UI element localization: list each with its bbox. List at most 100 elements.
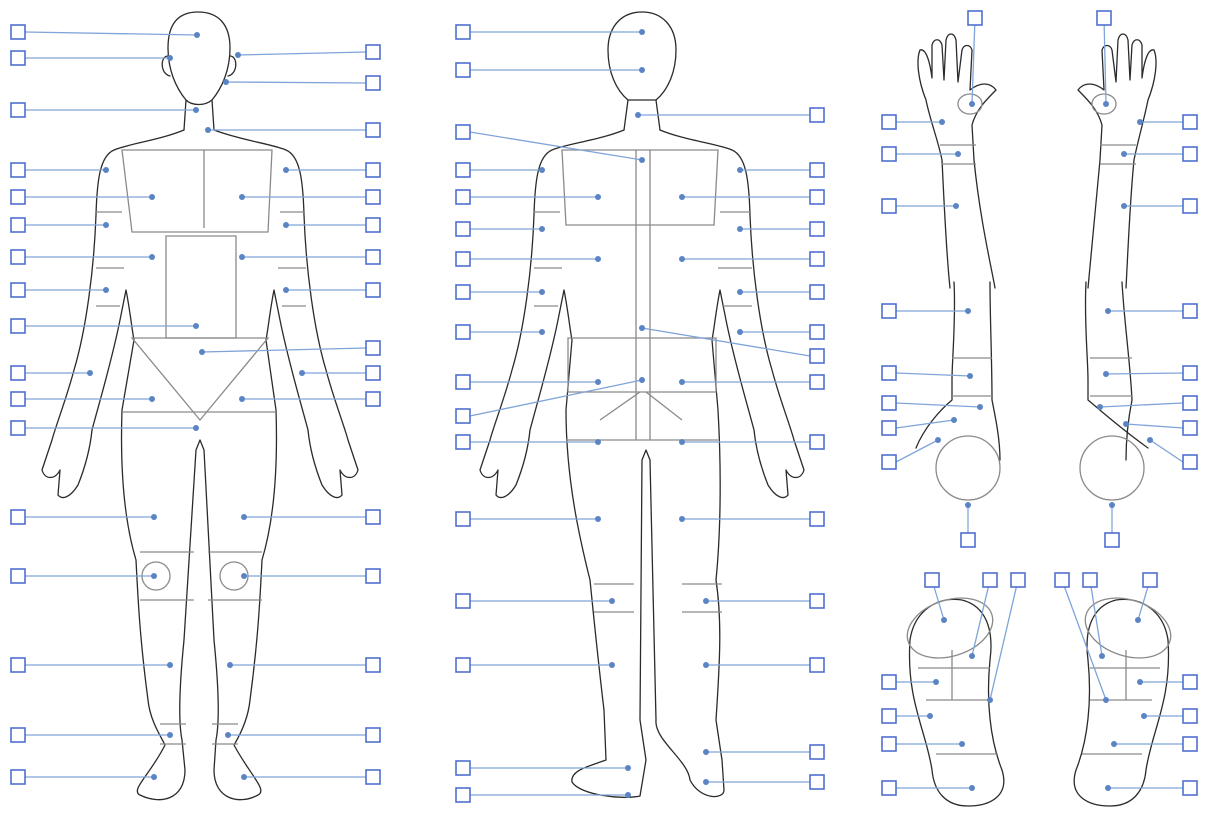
- body-front-region-checkbox-2[interactable]: [11, 51, 25, 65]
- body-front-region-checkbox-13[interactable]: [11, 510, 25, 524]
- hand-palm-and-back-region-checkbox-1[interactable]: [882, 115, 896, 129]
- body-back-region-checkbox-7[interactable]: [456, 252, 470, 266]
- body-back-region-checkbox-20[interactable]: [810, 190, 824, 204]
- body-back-region-checkbox-11[interactable]: [456, 409, 470, 423]
- body-front-region-checkbox-7[interactable]: [11, 250, 25, 264]
- body-back-region-checkbox-18[interactable]: [810, 108, 824, 122]
- body-front-region-checkbox-10[interactable]: [11, 366, 25, 380]
- body-back-region-checkbox-21[interactable]: [810, 222, 824, 236]
- forearm-flexor-and-extensor-region-checkbox-5[interactable]: [882, 455, 896, 469]
- body-back-region-checkbox-6[interactable]: [456, 222, 470, 236]
- body-back-region-checkbox-10[interactable]: [456, 375, 470, 389]
- body-back-region-checkbox-1[interactable]: [456, 25, 470, 39]
- foot-soles-region-checkbox-7[interactable]: [1183, 737, 1197, 751]
- hand-palm-and-back-region-checkbox-7[interactable]: [968, 11, 982, 25]
- forearm-flexor-and-extensor-region-checkbox-8[interactable]: [1183, 396, 1197, 410]
- foot-soles-region-checkbox-10[interactable]: [983, 573, 997, 587]
- foot-soles-region-checkbox-11[interactable]: [1011, 573, 1025, 587]
- foot-soles-region-checkbox-8[interactable]: [1183, 781, 1197, 795]
- body-back-region-checkbox-12[interactable]: [456, 435, 470, 449]
- body-back-region-checkbox-29[interactable]: [810, 594, 824, 608]
- foot-soles-region-checkbox-1[interactable]: [882, 675, 896, 689]
- body-back-region-checkbox-26[interactable]: [810, 375, 824, 389]
- body-back-region-checkbox-3[interactable]: [456, 125, 470, 139]
- body-back-region-checkbox-22[interactable]: [810, 252, 824, 266]
- body-back-region-checkbox-25[interactable]: [810, 349, 824, 363]
- body-back-region-checkbox-30[interactable]: [810, 658, 824, 672]
- body-front-region-checkbox-6[interactable]: [11, 218, 25, 232]
- foot-soles-region-checkbox-12[interactable]: [1055, 573, 1069, 587]
- forearm-flexor-and-extensor-region-checkbox-6[interactable]: [1183, 304, 1197, 318]
- body-front-region-checkbox-12[interactable]: [11, 421, 25, 435]
- body-front-region-checkbox-1[interactable]: [11, 25, 25, 39]
- body-front-region-checkbox-17[interactable]: [11, 770, 25, 784]
- body-front-region-checkbox-20[interactable]: [366, 123, 380, 137]
- body-front-region-checkbox-25[interactable]: [366, 283, 380, 297]
- body-front-region-checkbox-30[interactable]: [366, 569, 380, 583]
- body-front-region-checkbox-16[interactable]: [11, 728, 25, 742]
- body-back-region-checkbox-32[interactable]: [810, 775, 824, 789]
- foot-soles-region-checkbox-9[interactable]: [925, 573, 939, 587]
- body-back-region-checkbox-16[interactable]: [456, 761, 470, 775]
- body-back-region-checkbox-14[interactable]: [456, 594, 470, 608]
- body-back-region-checkbox-24[interactable]: [810, 325, 824, 339]
- forearm-flexor-and-extensor-region-checkbox-9[interactable]: [1183, 421, 1197, 435]
- foot-soles-region-checkbox-2[interactable]: [882, 709, 896, 723]
- body-front-region-checkbox-4[interactable]: [11, 163, 25, 177]
- body-front-region-checkbox-32[interactable]: [366, 728, 380, 742]
- forearm-flexor-and-extensor-region-checkbox-7[interactable]: [1183, 366, 1197, 380]
- body-front-region-checkbox-8[interactable]: [11, 283, 25, 297]
- forearm-flexor-and-extensor-region-checkbox-2[interactable]: [882, 366, 896, 380]
- forearm-flexor-and-extensor-region-checkbox-12[interactable]: [1105, 533, 1119, 547]
- body-front-region-checkbox-18[interactable]: [366, 45, 380, 59]
- body-front-region-checkbox-33[interactable]: [366, 770, 380, 784]
- body-back-region-checkbox-9[interactable]: [456, 325, 470, 339]
- hand-palm-and-back-region-checkbox-8[interactable]: [1097, 11, 1111, 25]
- body-back-region-checkbox-27[interactable]: [810, 435, 824, 449]
- body-back-region-checkbox-19[interactable]: [810, 163, 824, 177]
- body-back-region-checkbox-31[interactable]: [810, 745, 824, 759]
- body-front-region-checkbox-3[interactable]: [11, 103, 25, 117]
- forearm-flexor-and-extensor-region-checkbox-1[interactable]: [882, 304, 896, 318]
- foot-soles-region-checkbox-5[interactable]: [1183, 675, 1197, 689]
- body-front-region-checkbox-31[interactable]: [366, 658, 380, 672]
- body-front-region-checkbox-5[interactable]: [11, 190, 25, 204]
- body-front-region-checkbox-23[interactable]: [366, 218, 380, 232]
- body-front-region-checkbox-21[interactable]: [366, 163, 380, 177]
- leader-line: [972, 18, 975, 104]
- hand-palm-and-back-region-checkbox-4[interactable]: [1183, 115, 1197, 129]
- body-front-region-checkbox-14[interactable]: [11, 569, 25, 583]
- body-front-region-checkbox-9[interactable]: [11, 319, 25, 333]
- body-front-region-checkbox-15[interactable]: [11, 658, 25, 672]
- body-front-region-checkbox-24[interactable]: [366, 250, 380, 264]
- forearm-flexor-and-extensor-region-checkbox-10[interactable]: [1183, 455, 1197, 469]
- hand-palm-and-back-region-checkbox-5[interactable]: [1183, 147, 1197, 161]
- body-front-region-checkbox-29[interactable]: [366, 510, 380, 524]
- body-back-region-checkbox-4[interactable]: [456, 163, 470, 177]
- foot-soles-region-checkbox-13[interactable]: [1083, 573, 1097, 587]
- body-front-region-checkbox-28[interactable]: [366, 392, 380, 406]
- foot-soles-region-checkbox-3[interactable]: [882, 737, 896, 751]
- foot-soles-region-checkbox-6[interactable]: [1183, 709, 1197, 723]
- body-back-region-checkbox-23[interactable]: [810, 285, 824, 299]
- forearm-flexor-and-extensor-region-checkbox-3[interactable]: [882, 396, 896, 410]
- body-front-region-checkbox-19[interactable]: [366, 76, 380, 90]
- body-front-region-checkbox-11[interactable]: [11, 392, 25, 406]
- forearm-flexor-and-extensor-region-checkbox-11[interactable]: [961, 533, 975, 547]
- body-back-region-checkbox-15[interactable]: [456, 658, 470, 672]
- forearm-flexor-and-extensor-region-checkbox-4[interactable]: [882, 421, 896, 435]
- body-back-region-checkbox-2[interactable]: [456, 63, 470, 77]
- body-back-region-checkbox-13[interactable]: [456, 512, 470, 526]
- body-back-region-checkbox-5[interactable]: [456, 190, 470, 204]
- body-front-region-checkbox-26[interactable]: [366, 341, 380, 355]
- hand-palm-and-back-region-checkbox-3[interactable]: [882, 199, 896, 213]
- body-back-region-checkbox-17[interactable]: [456, 788, 470, 802]
- foot-soles-region-checkbox-14[interactable]: [1143, 573, 1157, 587]
- body-front-region-checkbox-27[interactable]: [366, 366, 380, 380]
- hand-palm-and-back-region-checkbox-2[interactable]: [882, 147, 896, 161]
- body-front-region-checkbox-22[interactable]: [366, 190, 380, 204]
- body-back-region-checkbox-28[interactable]: [810, 512, 824, 526]
- foot-soles-region-checkbox-4[interactable]: [882, 781, 896, 795]
- hand-palm-and-back-region-checkbox-6[interactable]: [1183, 199, 1197, 213]
- body-back-region-checkbox-8[interactable]: [456, 285, 470, 299]
